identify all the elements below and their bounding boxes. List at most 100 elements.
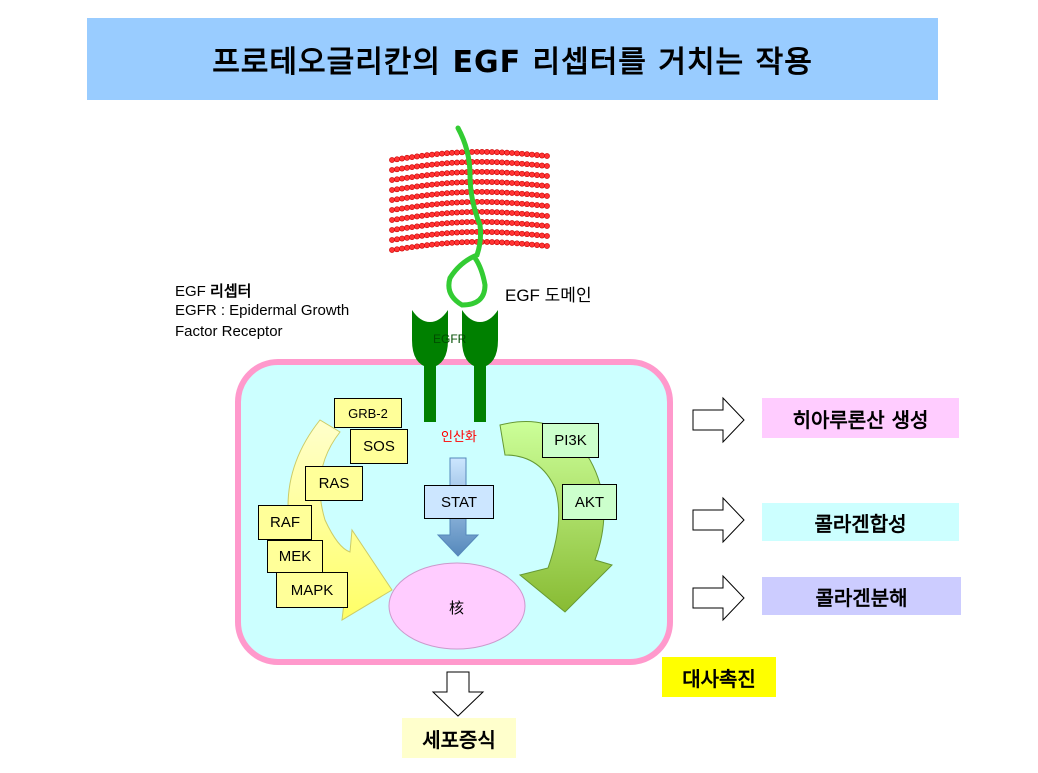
chain-bead [439, 230, 445, 237]
chain-bead [419, 212, 425, 219]
chain-bead [414, 173, 420, 180]
pi3k-box: PI3K [542, 423, 599, 458]
chain-bead [539, 202, 545, 209]
chain-bead [414, 243, 420, 250]
chain-bead [434, 151, 440, 157]
chain-bead [449, 179, 455, 186]
egf-receptor-label: EGF 리셉터 [175, 280, 251, 301]
mapk-box: MAPK [276, 572, 348, 608]
chain-bead [444, 190, 450, 197]
chain-bead [414, 233, 420, 240]
chain-bead [539, 182, 545, 189]
chain-bead [389, 217, 395, 223]
chain-bead [414, 183, 420, 190]
chain-bead [424, 182, 430, 189]
chain-bead [444, 240, 450, 247]
chain-bead [539, 192, 545, 199]
chain-bead [439, 200, 445, 207]
chain-bead [494, 229, 500, 236]
chain-bead [424, 222, 430, 229]
chain-bead [524, 161, 530, 168]
ras-box: RAS [305, 466, 363, 501]
chain-bead [394, 156, 400, 163]
chain-bead [499, 209, 505, 216]
chain-bead [389, 167, 395, 173]
chain-bead [484, 169, 490, 175]
chain-bead [399, 175, 405, 182]
chain-bead [394, 186, 400, 193]
chain-bead [534, 182, 540, 188]
chain-bead [484, 189, 490, 195]
chain-bead [524, 211, 530, 218]
chain-bead [509, 200, 515, 206]
chain-bead [394, 246, 400, 253]
chain-bead [389, 227, 395, 233]
chain-bead [544, 243, 550, 249]
phosphorylation-label: 인산화 [441, 429, 477, 444]
chain-bead [409, 204, 415, 211]
chain-bead [444, 160, 450, 167]
chain-bead [459, 189, 465, 196]
chain-bead [474, 188, 480, 195]
nucleus [388, 562, 526, 650]
chain-bead [529, 161, 535, 168]
chain-bead [464, 239, 470, 245]
chain-bead [414, 213, 420, 220]
chain-bead [499, 229, 505, 236]
chain-bead [539, 212, 545, 219]
chain-bead [524, 231, 530, 238]
egfr-full-name-line1: EGFR : Epidermal Growth [175, 302, 350, 319]
proliferation-arrow [431, 671, 485, 717]
chain-bead [529, 201, 535, 208]
chain-bead [394, 196, 400, 203]
chain-bead [514, 200, 520, 207]
chain-bead [454, 189, 460, 196]
chain-bead [529, 211, 535, 218]
chain-bead [424, 242, 430, 249]
raf-box: RAF [258, 505, 312, 540]
chain-bead [394, 206, 400, 213]
chain-bead [419, 152, 425, 159]
chain-bead [529, 241, 535, 248]
chain-bead [414, 223, 420, 230]
chain-bead [424, 152, 430, 159]
chain-bead [519, 210, 525, 217]
chain-bead [449, 189, 455, 196]
chain-bead [469, 229, 475, 235]
chain-bead [539, 162, 545, 169]
chain-bead [524, 201, 530, 208]
chain-bead [484, 159, 490, 165]
chain-bead [504, 179, 510, 186]
chain-bead [514, 170, 520, 177]
chain-bead [494, 239, 500, 246]
chain-bead [494, 189, 500, 196]
chain-bead [509, 240, 515, 246]
chain-bead [489, 219, 495, 225]
chain-bead [404, 164, 410, 171]
chain-bead [399, 155, 405, 162]
chain-bead [524, 151, 530, 158]
chain-bead [414, 203, 420, 210]
chain-bead [474, 168, 480, 175]
chain-bead [514, 230, 520, 237]
chain-bead [459, 169, 465, 176]
chain-bead [399, 245, 405, 252]
chain-bead [519, 160, 525, 167]
chain-bead [544, 203, 550, 209]
chain-bead [459, 149, 465, 156]
chain-bead [489, 229, 495, 235]
chain-bead [544, 213, 550, 219]
chain-bead [484, 199, 490, 205]
chain-bead [534, 162, 540, 168]
chain-bead [544, 183, 550, 189]
egfr-full-name-line2: Factor Receptor [175, 323, 283, 340]
chain-bead [444, 230, 450, 237]
chain-bead [499, 149, 505, 156]
chain-bead [419, 202, 425, 209]
chain-bead [509, 230, 515, 236]
chain-bead [524, 181, 530, 188]
chain-bead [404, 174, 410, 181]
chain-bead [499, 169, 505, 176]
chain-bead [394, 166, 400, 173]
chain-bead [484, 229, 490, 235]
